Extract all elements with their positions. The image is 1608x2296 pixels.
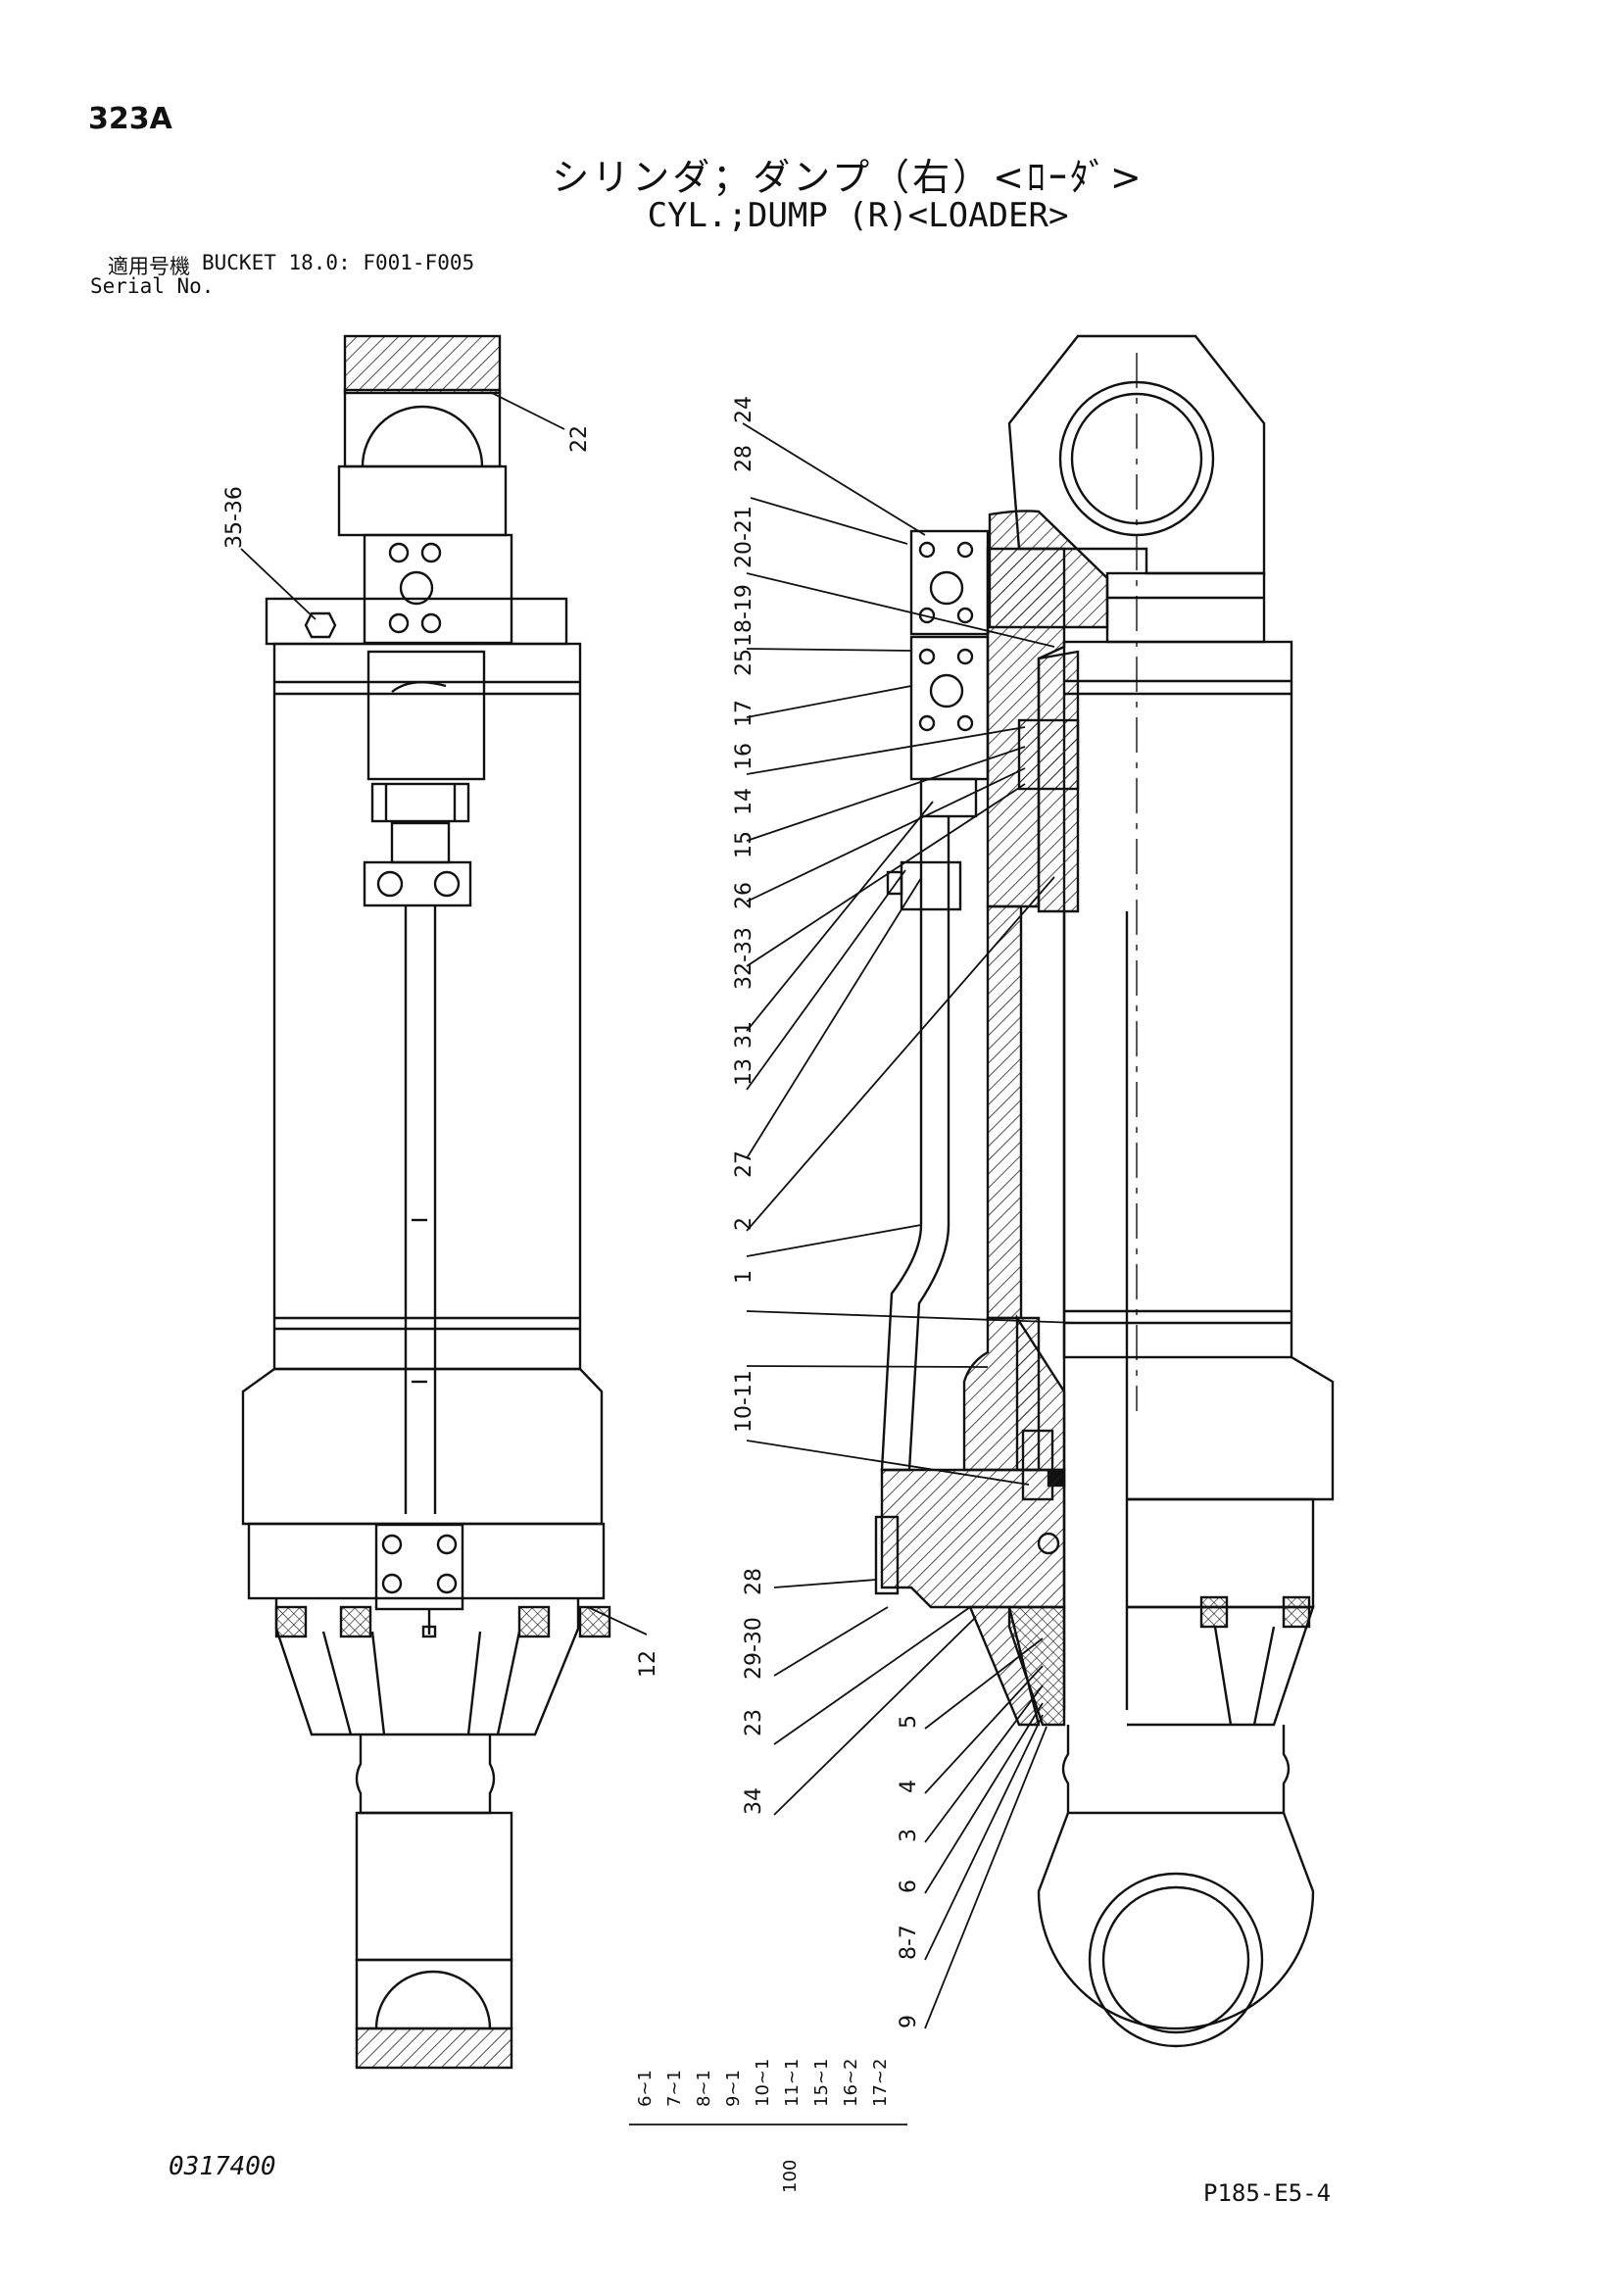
callout-25: 25 bbox=[732, 649, 756, 676]
qty-item-7: 15~1 bbox=[811, 2059, 832, 2107]
callout-2: 2 bbox=[732, 1217, 756, 1231]
serial-label-japanese: 適用号機 bbox=[108, 255, 190, 278]
callout-18-19: 18-19 bbox=[732, 584, 756, 647]
qty-item-6: 11~1 bbox=[782, 2059, 803, 2107]
left-cylinder-view bbox=[241, 334, 611, 2070]
serial-label-english: Serial No. bbox=[90, 274, 215, 298]
title-japanese: シリンダ；ダンプ（右）<ﾛｰﾀﾞ> bbox=[552, 156, 1145, 199]
serial-value: BUCKET 18.0: F001-F005 bbox=[202, 251, 475, 274]
callout-27: 27 bbox=[732, 1150, 756, 1178]
callout-22: 22 bbox=[567, 425, 592, 453]
qty-item-9: 17~2 bbox=[870, 2059, 891, 2107]
callout-8-7: 8-7 bbox=[897, 1925, 921, 1960]
callout-15: 15 bbox=[732, 831, 756, 858]
qty-item-1: 6~1 bbox=[635, 2070, 656, 2107]
right-cylinder-section bbox=[874, 334, 1335, 2048]
callout-31: 31 bbox=[732, 1021, 756, 1049]
callout-17: 17 bbox=[732, 700, 756, 727]
qty-item-3: 8~1 bbox=[694, 2070, 714, 2107]
callout-16: 16 bbox=[732, 743, 756, 770]
qty-item-4: 9~1 bbox=[723, 2070, 744, 2107]
callout-26: 26 bbox=[732, 882, 756, 909]
qty-item-2: 7~1 bbox=[664, 2070, 685, 2107]
callout-12: 12 bbox=[636, 1650, 660, 1678]
callout-5: 5 bbox=[897, 1715, 921, 1729]
callout-28-bottom: 28 bbox=[742, 1568, 766, 1595]
callout-23: 23 bbox=[742, 1709, 766, 1736]
callout-29-30: 29-30 bbox=[742, 1617, 766, 1680]
qty-total: 100 bbox=[780, 2160, 801, 2193]
page-code: P185-E5-4 bbox=[1203, 2179, 1332, 2207]
quantity-group: 6~1 7~1 8~1 9~1 10~1 11~1 15~1 16~2 17~2… bbox=[635, 2059, 891, 2193]
page-number: 323A bbox=[88, 102, 172, 136]
callout-3: 3 bbox=[897, 1829, 921, 1842]
callout-1: 1 bbox=[732, 1270, 756, 1284]
qty-item-8: 16~2 bbox=[841, 2059, 861, 2107]
callout-leaders bbox=[240, 391, 1079, 2125]
callout-13: 13 bbox=[732, 1058, 756, 1086]
callout-9: 9 bbox=[897, 2015, 921, 2028]
qty-item-5: 10~1 bbox=[753, 2059, 773, 2107]
callout-14: 14 bbox=[732, 788, 756, 815]
drawing-number: 0317400 bbox=[169, 2152, 276, 2181]
callout-34: 34 bbox=[742, 1787, 766, 1815]
callout-6: 6 bbox=[897, 1880, 921, 1893]
callout-4: 4 bbox=[897, 1780, 921, 1793]
callout-24: 24 bbox=[732, 396, 756, 423]
callout-28-top: 28 bbox=[732, 445, 756, 472]
callout-10-11: 10-11 bbox=[732, 1370, 756, 1433]
title-english: CYL.;DUMP (R)<LOADER> bbox=[647, 196, 1069, 235]
callout-35-36: 35-36 bbox=[222, 486, 247, 549]
callout-numbers: 22 35-36 12 24 28 20-21 18-19 25 17 16 1… bbox=[222, 396, 921, 2028]
callout-32-33: 32-33 bbox=[732, 927, 756, 990]
callout-20-21: 20-21 bbox=[732, 506, 756, 568]
